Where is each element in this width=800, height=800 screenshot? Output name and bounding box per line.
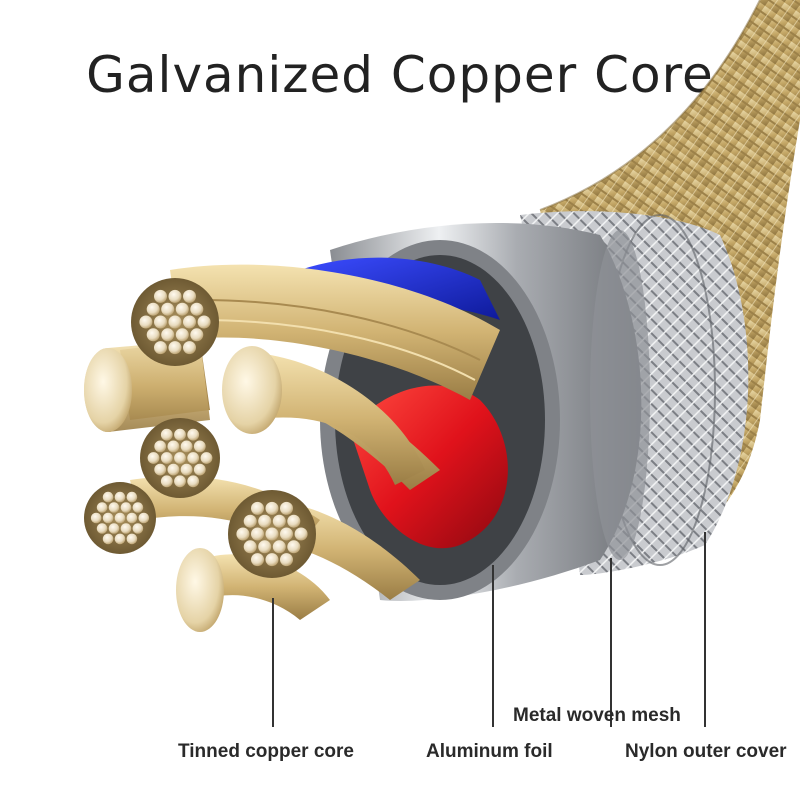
strand-end [120,502,132,513]
strand-end [132,502,144,513]
strand-end [168,289,182,303]
strand-end [175,328,189,342]
strand-end [180,440,193,453]
strand-end [187,452,200,464]
strand-end [197,315,211,329]
strand-end [96,523,108,534]
strand-end [146,328,160,342]
strand-end [114,512,126,524]
strand-end [114,491,126,503]
strand-end [294,527,308,541]
strand-end [251,553,264,567]
strand-end [280,501,293,515]
strand-end [96,502,108,513]
strand-end [154,440,167,453]
strand-end [161,328,175,342]
strand-end [126,491,138,503]
strand-end [243,540,257,554]
strand-end [174,428,186,441]
strand-end [258,540,272,554]
strand-end [265,501,279,515]
strand-end [108,502,120,513]
strand-end [243,514,257,528]
strand-end [168,341,182,355]
strand-end [190,302,204,316]
strand-end [174,452,186,464]
label-metal-woven-mesh: Metal woven mesh [513,705,681,726]
strand-end [160,452,173,464]
strand-end [287,514,301,528]
strand-end [168,315,182,329]
strand-end [167,463,180,476]
strand-end [280,553,293,567]
strand-end [108,523,120,534]
strand-end [102,491,114,503]
strand-end [132,523,144,534]
label-aluminum-foil: Aluminum foil [426,741,553,762]
strand-end [183,289,196,303]
strand-end [190,328,204,342]
strand-end [272,540,286,554]
strand-end [160,428,173,441]
strand-end [272,514,286,528]
strand-end [193,440,206,453]
strand-end [139,315,153,329]
strand-end [90,512,102,524]
strand-end [183,315,196,329]
strand-end [174,475,186,488]
strand-end [187,475,200,488]
strand-end [154,341,167,355]
strand-end [126,512,138,524]
strand-end [160,475,173,488]
strand-end [187,428,200,441]
strand-end [265,527,279,541]
label-nylon-outer-cover: Nylon outer cover [625,741,787,762]
strand-end [287,540,301,554]
strand-end [138,512,150,524]
strand-end [154,315,167,329]
strand-end [265,553,279,567]
strand-end [147,452,160,464]
strand-end [126,533,138,545]
strand-end [154,463,167,476]
strand-end [167,440,180,453]
strand-end [161,302,175,316]
label-tinned-copper-core: Tinned copper core [178,741,354,762]
strand-end [251,527,264,541]
strand-end [258,514,272,528]
strand-end [193,463,206,476]
strand-end [154,289,167,303]
strand-end [102,533,114,545]
strand-end [280,527,293,541]
page-title: Galvanized Copper Core [86,46,714,104]
strand-end [120,523,132,534]
strand-end [102,512,114,524]
strand-end [251,501,264,515]
strand-end [200,452,213,464]
strand-end [146,302,160,316]
strand-end [183,341,196,355]
stranded-bundles [84,278,316,578]
strand-end [236,527,250,541]
strand-end [180,463,193,476]
strand-end [114,533,126,545]
strand-end [175,302,189,316]
